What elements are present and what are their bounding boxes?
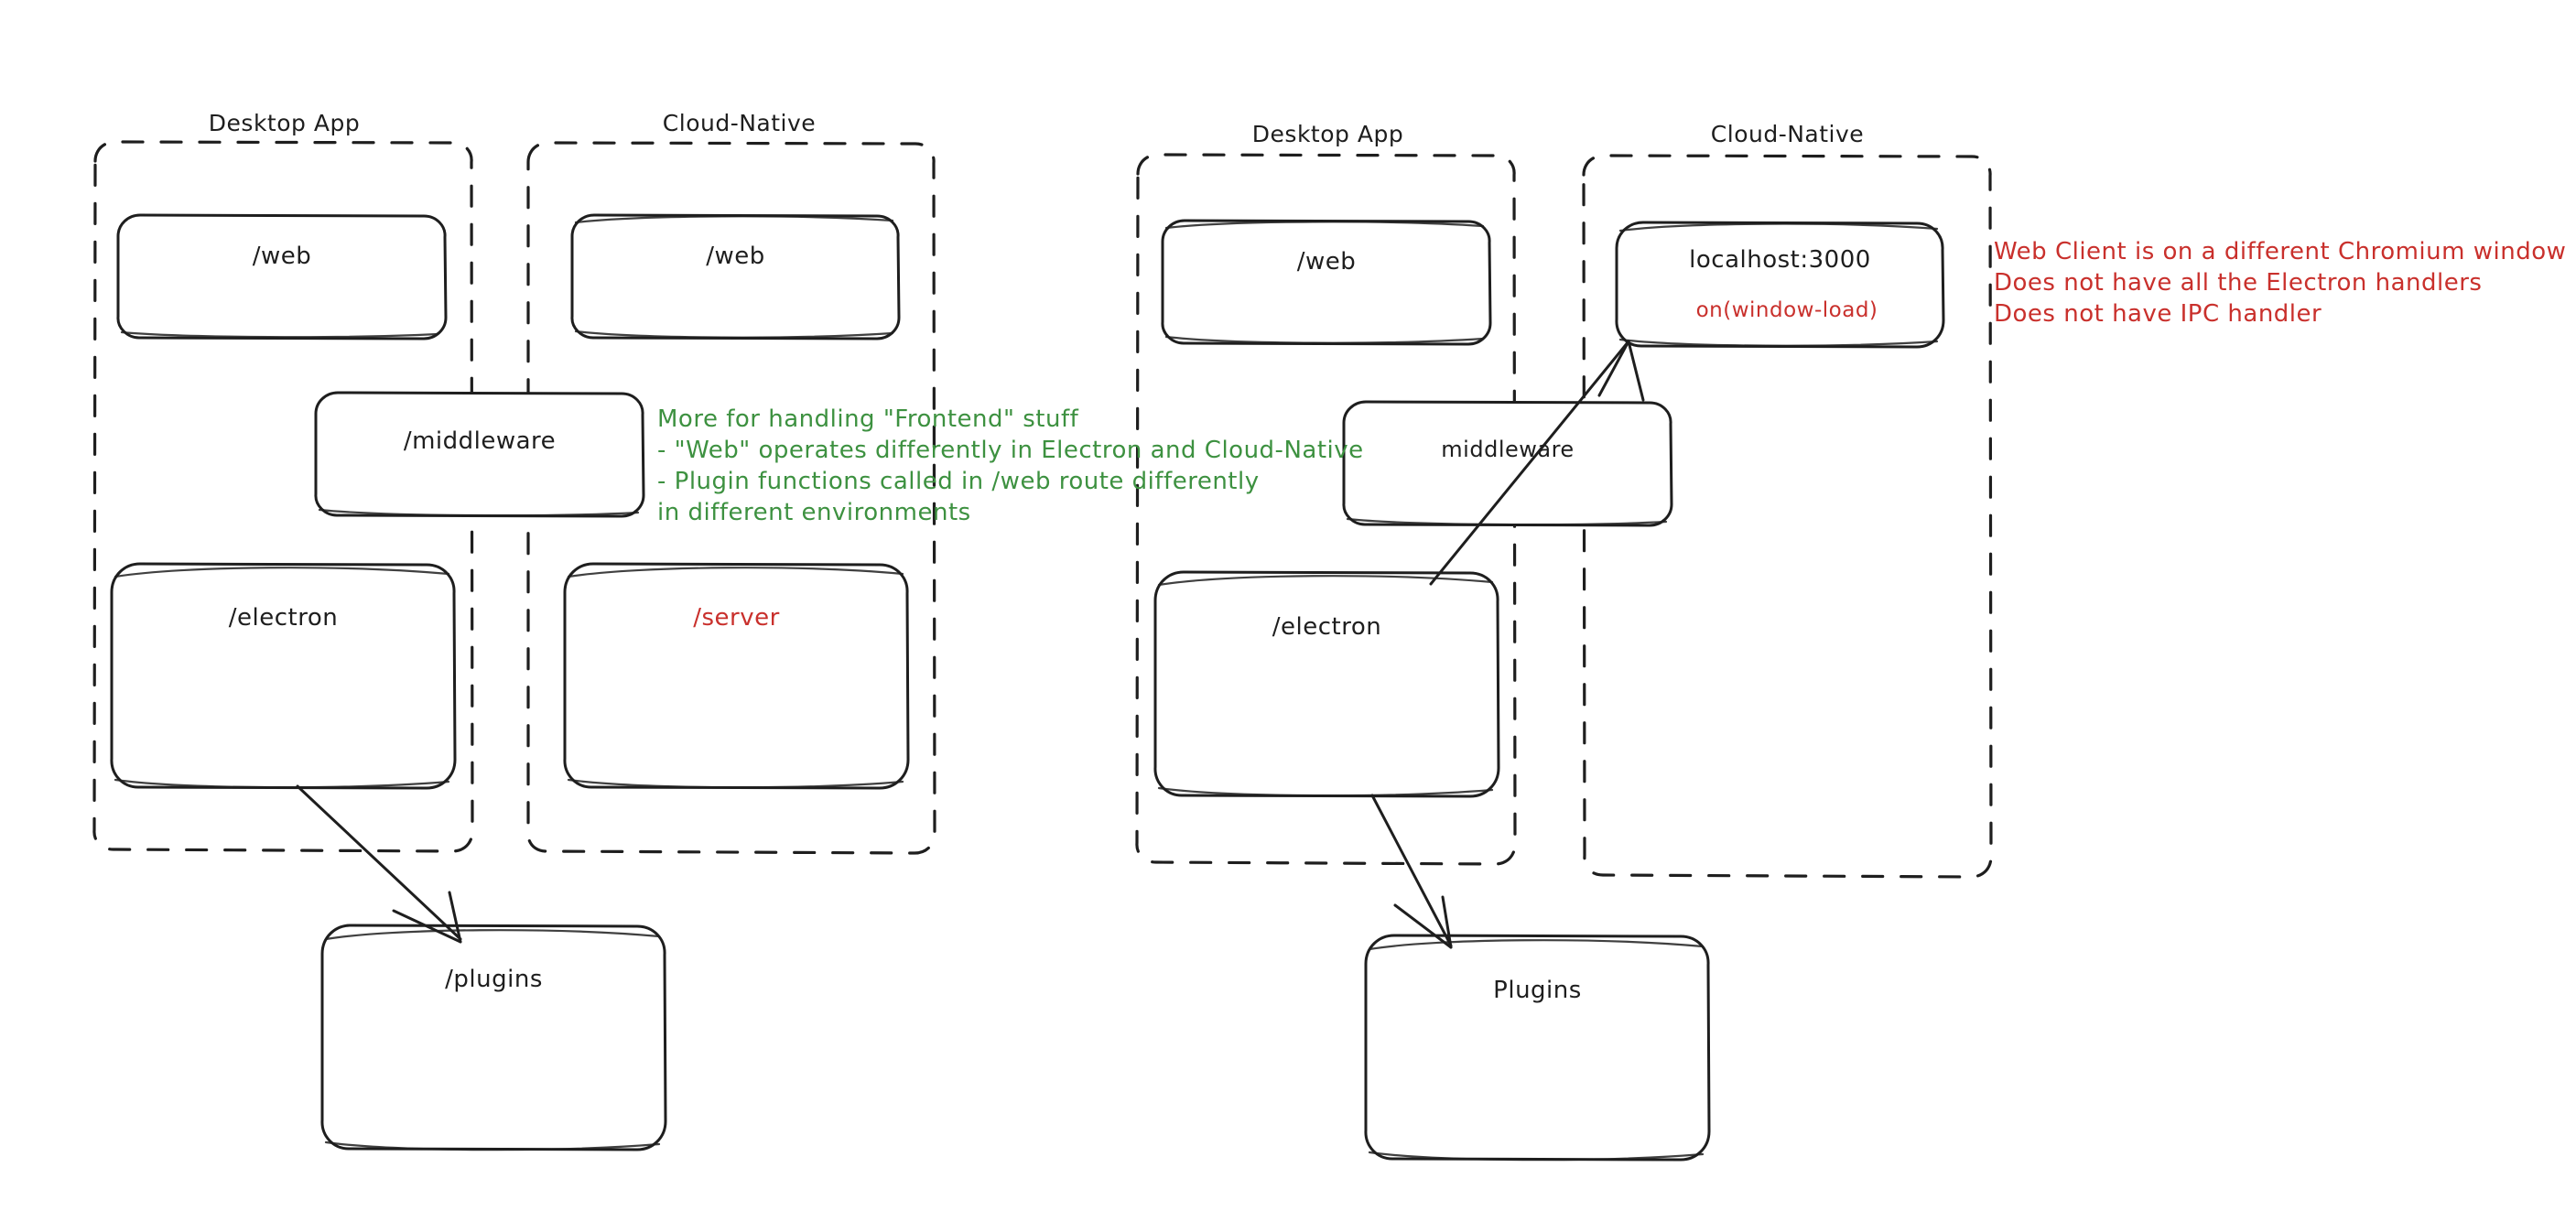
- box-label-right-localhost: localhost:3000: [1689, 246, 1871, 274]
- box-right-plugins: [1364, 934, 1711, 1162]
- box-label-left-middleware: /middleware: [403, 427, 557, 455]
- box-right-electron: [1153, 570, 1500, 798]
- box-left-plugins: [320, 924, 667, 1151]
- box-label-right-plugins: Plugins: [1493, 977, 1582, 1004]
- box-label-right-middleware: middleware: [1441, 437, 1575, 462]
- arrow-right-electron-to-plugins: [1370, 794, 1453, 949]
- arrow-right-electron-to-localhost: [1429, 340, 1645, 586]
- group-title-left-desktop-app: Desktop App: [208, 110, 361, 136]
- box-sublabel-right-localhost-onwindowload: on(window-load): [1695, 298, 1878, 322]
- box-left-electron: [110, 562, 457, 790]
- box-label-left-plugins: /plugins: [445, 966, 543, 993]
- group-title-right-desktop-app: Desktop App: [1251, 121, 1404, 147]
- box-left-cloud-web: [570, 213, 901, 340]
- box-label-left-server: /server: [693, 604, 780, 632]
- group-title-right-cloud-native: Cloud-Native: [1710, 121, 1865, 147]
- box-left-middleware: [314, 391, 645, 518]
- box-right-localhost: [1615, 221, 1945, 349]
- box-label-right-desktop-web: /web: [1296, 248, 1357, 276]
- box-label-left-desktop-web: /web: [252, 243, 312, 270]
- box-label-right-electron: /electron: [1272, 613, 1382, 641]
- group-title-left-cloud-native: Cloud-Native: [662, 110, 817, 136]
- box-left-server: [563, 562, 910, 790]
- box-right-desktop-web: [1161, 219, 1492, 346]
- group-container-right-cloud-native: [1582, 154, 1993, 879]
- box-right-middleware: [1342, 400, 1673, 527]
- group-container-left-cloud-native: [526, 141, 936, 855]
- arrow-left-electron-to-plugins: [296, 784, 462, 944]
- note-red-web-client: Web Client is on a different Chromium wi…: [1994, 238, 2567, 328]
- box-label-left-electron: /electron: [228, 604, 339, 632]
- box-left-desktop-web: [116, 213, 448, 340]
- note-green-frontend: More for handling "Frontend" stuff - "We…: [657, 405, 1364, 526]
- box-label-left-cloud-web: /web: [706, 243, 765, 270]
